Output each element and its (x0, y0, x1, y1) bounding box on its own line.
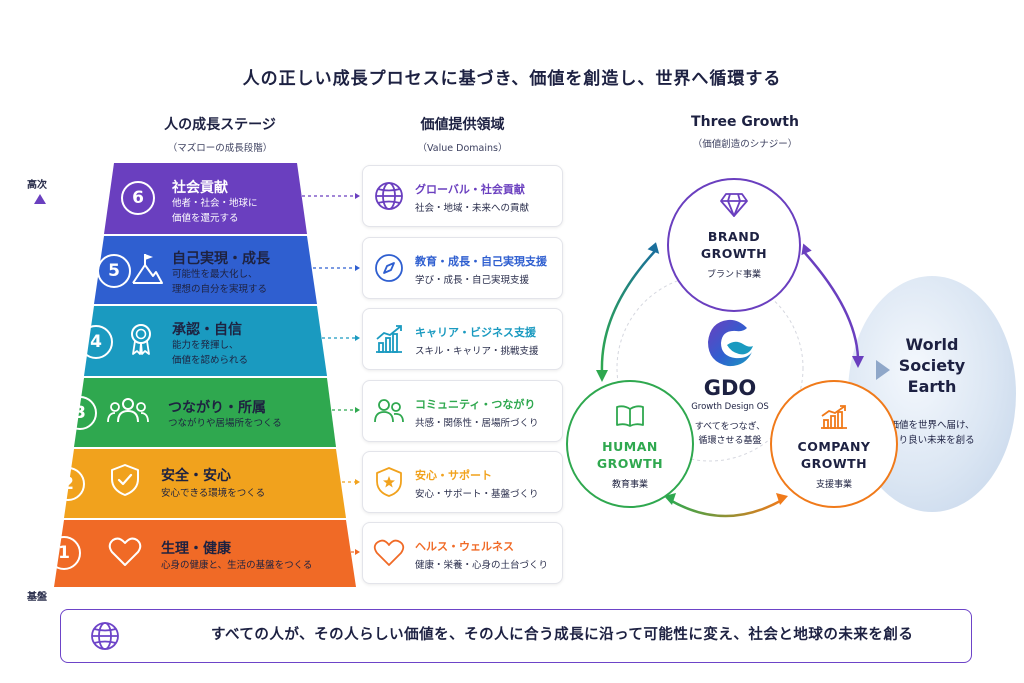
globe-icon (375, 182, 403, 210)
heart-icon (108, 537, 142, 566)
gdo-desc: すべてをつなぎ、循環させる基盤 (694, 422, 766, 446)
domains-title: 価値提供領域 (420, 117, 505, 133)
growth-cycle-arrows (596, 242, 864, 518)
earth-desc: 価値を世界へ届け、より良い未来を創る (889, 420, 975, 446)
tier-5-band (94, 236, 317, 304)
human-growth-sub: 教育事業 (611, 480, 648, 490)
heart-icon (373, 539, 405, 566)
growth-header: Three Growth （価値創造のシナジー） (640, 114, 850, 150)
bar-chart-icon (376, 325, 402, 353)
stages-title: 人の成長ステージ (164, 117, 276, 133)
domain-card-title: グローバル・社会貢献 (415, 183, 525, 196)
tier-4-desc: 能力を発揮し、価値を認められる (172, 340, 249, 366)
shield-check-icon (111, 464, 139, 496)
domain-card-desc: 社会・地域・未来への貢献 (415, 203, 530, 214)
tier-5-desc: 可能性を最大化し、理想の自分を実現する (172, 269, 268, 295)
tier-4-number: 4 (79, 325, 113, 359)
tier-3-desc: つながりや居場所をつくる (168, 418, 282, 429)
tier-1-desc: 心身の健康と、生活の基盤をつくる (161, 560, 313, 571)
compass-icon (375, 254, 403, 282)
domain-card-title: 安心・サポート (415, 469, 492, 482)
axis-top-label: 高次 (27, 180, 47, 191)
axis-bottom-label: 基盤 (27, 592, 47, 603)
mountain-flag-icon (132, 254, 163, 284)
diamond-icon (720, 193, 748, 217)
gdo-name: GDO (703, 376, 757, 400)
headline: 人の正しい成長プロセスに基づき、価値を創造し、世界へ循環する (242, 69, 782, 89)
tier-3-number: 3 (63, 396, 97, 430)
domain-card-health[interactable]: ヘルス・ウェルネス 健康・栄養・心身の土台づくり (362, 522, 563, 584)
tier-4-title: 承認・自信 (172, 322, 242, 338)
tier-6-number: 6 (121, 181, 155, 215)
tier-6-desc: 他者・社会・地球に価値を還元する (172, 198, 258, 224)
domains-subtitle: （Value Domains） (417, 143, 508, 154)
domain-card-title: ヘルス・ウェルネス (415, 540, 514, 553)
mission-banner: すべての人が、その人らしい価値を、その人に合う成長に沿って可能性に変え、社会と地… (60, 609, 972, 663)
tier-5-number: 5 (97, 254, 131, 288)
tier-1-band (54, 520, 356, 587)
domain-card-global[interactable]: グローバル・社会貢献 社会・地域・未来への貢献 (362, 165, 563, 227)
mission-text: すべての人が、その人らしい価値を、その人に合う成長に沿って可能性に変え、社会と地… (211, 627, 914, 643)
domains-header: 価値提供領域 （Value Domains） (362, 114, 563, 154)
growth-subtitle: （価値創造のシナジー） (692, 139, 798, 150)
globe-icon (91, 622, 119, 650)
domain-card-education[interactable]: 教育・成長・自己実現支援 学び・成長・自己実現支援 (362, 237, 563, 299)
tier-5-title: 自己実現・成長 (172, 251, 270, 267)
growth-chart-icon (821, 405, 847, 429)
tier-4-band (84, 306, 327, 376)
tier-1-number: 1 (47, 536, 81, 570)
domain-card-title: コミュニティ・つながり (415, 398, 536, 411)
tier-2-title: 安全・安心 (161, 468, 231, 484)
growth-title: Three Growth (691, 114, 799, 130)
growth-axis-arrow (34, 194, 46, 586)
gdo-logo-icon (708, 319, 753, 367)
domain-card-desc: スキル・キャリア・挑戦支援 (415, 346, 539, 357)
people-icon (374, 399, 404, 423)
domain-card-community[interactable]: コミュニティ・つながり 共感・関係性・居場所づくり (362, 380, 563, 442)
stages-header: 人の成長ステージ （マズローの成長段階） (110, 114, 330, 154)
domain-card-desc: 安心・サポート・基盤づくり (415, 489, 539, 500)
stages-subtitle: （マズローの成長段階） (167, 143, 273, 154)
domain-card-desc: 健康・栄養・心身の土台づくり (415, 560, 549, 571)
tier-2-band (64, 449, 346, 518)
company-growth-sub: 支援事業 (815, 480, 852, 490)
domain-card-desc: 学び・成長・自己実現支援 (415, 275, 530, 286)
tier-3-title: つながり・所属 (168, 400, 266, 416)
domain-card-title: 教育・成長・自己実現支援 (415, 255, 547, 268)
tier-6-band (104, 163, 307, 234)
tier-3-band (74, 378, 336, 447)
domain-card-career[interactable]: キャリア・ビジネス支援 スキル・キャリア・挑戦支援 (362, 308, 563, 370)
gdo-tagline: Growth Design OS (691, 402, 769, 412)
tier-2-number: 2 (51, 467, 85, 501)
shield-star-icon (376, 467, 402, 497)
to-earth-arrow-icon (876, 360, 890, 380)
people-group-icon (107, 398, 149, 423)
domain-card-title: キャリア・ビジネス支援 (415, 326, 536, 339)
tier-2-desc: 安心できる環境をつくる (161, 488, 266, 499)
award-ribbon-icon (131, 324, 151, 355)
domain-card-support[interactable]: 安心・サポート 安心・サポート・基盤づくり (362, 451, 563, 513)
tier-6-title: 社会貢献 (172, 180, 228, 196)
domain-card-desc: 共感・関係性・居場所づくり (415, 418, 539, 429)
spacer (0, 0, 1, 1)
pyramid-card-connectors (302, 193, 360, 555)
brand-growth-sub: ブランド事業 (706, 270, 761, 280)
gdo-core: GDO Growth Design OS すべてをつなぎ、循環させる基盤 (660, 316, 800, 448)
pyramid-shapes (54, 163, 356, 587)
tier-1-title: 生理・健康 (161, 541, 231, 557)
book-icon (616, 405, 644, 427)
